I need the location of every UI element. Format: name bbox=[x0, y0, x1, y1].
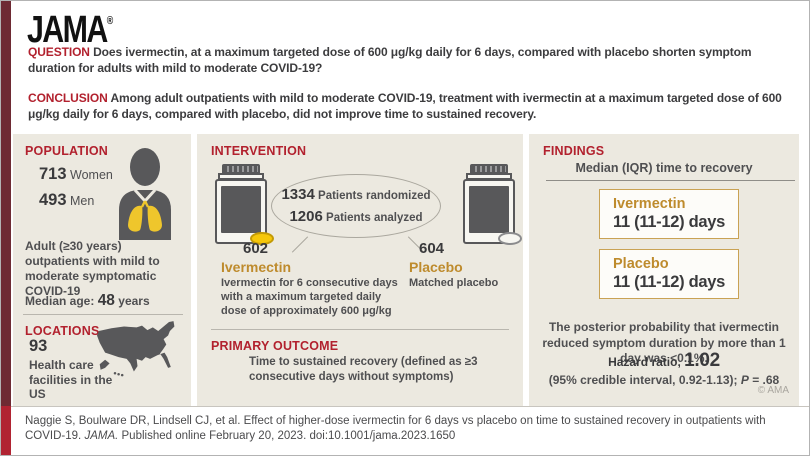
intervention-panel: INTERVENTION 1334 Patients randomized 12… bbox=[197, 134, 523, 406]
bottle-label bbox=[221, 186, 261, 233]
question-text: Does ivermectin, at a maximum targeted d… bbox=[28, 45, 752, 75]
hazard-ratio-value: 1.02 bbox=[684, 350, 720, 371]
ama-copyright: © AMA bbox=[757, 385, 789, 396]
intervention-title: INTERVENTION bbox=[211, 144, 307, 158]
left-accent-bar-bottom bbox=[1, 406, 11, 455]
women-count: 713 bbox=[39, 165, 67, 183]
result-group-name: Ivermectin bbox=[613, 196, 686, 212]
ivermectin-arm-count: 602 bbox=[243, 240, 269, 257]
randomized-count: 1334 bbox=[281, 185, 315, 203]
randomized-label: Patients randomized bbox=[314, 189, 431, 202]
findings-panel: FINDINGS Median (IQR) time to recovery I… bbox=[529, 134, 799, 406]
analyzed-row: 1206 Patients analyzed bbox=[289, 206, 422, 229]
ivermectin-arm-name: Ivermectin bbox=[221, 259, 292, 275]
result-value: 11 (11-12) days bbox=[613, 213, 725, 231]
posterior-probability-text: The posterior probability that ivermecti… bbox=[542, 320, 786, 366]
placebo-result-box: Placebo 11 (11-12) days bbox=[599, 249, 739, 299]
median-age-value: 48 bbox=[97, 292, 115, 309]
men-label: Men bbox=[66, 193, 95, 208]
citation: Naggie S, Boulware DR, Lindsell CJ, et a… bbox=[25, 414, 800, 444]
placebo-arm-description: Matched placebo bbox=[409, 277, 499, 289]
ivermectin-arm-description: Ivermectin for 6 consecutive days with a… bbox=[221, 277, 398, 317]
ivermectin-arm: 602 Ivermectin Ivermectin for 6 consecut… bbox=[221, 240, 401, 318]
population-title: POPULATION bbox=[25, 144, 109, 158]
question-paragraph: QUESTION Does ivermectin, at a maximum t… bbox=[28, 45, 798, 77]
population-counts: 713 Women 493 Men bbox=[39, 162, 113, 213]
primary-outcome-title: PRIMARY OUTCOME bbox=[211, 339, 339, 353]
result-group-name: Placebo bbox=[613, 256, 669, 272]
analyzed-count: 1206 bbox=[289, 208, 323, 225]
primary-outcome-text: Time to sustained recovery (defined as ≥… bbox=[249, 356, 478, 383]
conclusion-label: CONCLUSION bbox=[28, 91, 108, 105]
bottle-label bbox=[469, 186, 509, 233]
jama-logo: JAMA® bbox=[27, 9, 113, 52]
median-age-unit: years bbox=[114, 294, 150, 308]
findings-title: FINDINGS bbox=[543, 144, 605, 158]
p-value: = .68 bbox=[748, 373, 780, 387]
men-count: 493 bbox=[39, 190, 67, 209]
person-lungs-icon bbox=[119, 148, 171, 240]
placebo-arm: 604 Placebo Matched placebo bbox=[409, 240, 514, 291]
yellow-pill-icon bbox=[250, 232, 274, 245]
locations-title: LOCATIONS bbox=[25, 324, 100, 338]
p-label: P bbox=[740, 373, 749, 387]
us-map-icon bbox=[97, 321, 175, 377]
hazard-ratio-row: Hazard ratio, 1.02 bbox=[529, 350, 799, 372]
conclusion-text: Among adult outpatients with mild to mod… bbox=[28, 91, 782, 121]
women-label: Women bbox=[66, 168, 113, 182]
credible-interval-row: (95% credible interval, 0.92-1.13); P = … bbox=[529, 373, 799, 387]
placebo-bottle-icon bbox=[463, 164, 522, 245]
credible-interval-text: (95% credible interval, 0.92-1.13); bbox=[548, 373, 741, 387]
findings-subtitle: Median (IQR) time to recovery bbox=[575, 161, 753, 175]
intervention-outcome-divider bbox=[211, 329, 509, 330]
bottle-body bbox=[463, 179, 515, 244]
median-age: Median age: 48 years bbox=[25, 292, 150, 310]
men-count-row: 493 Men bbox=[39, 188, 113, 214]
left-accent-bar-top bbox=[1, 1, 11, 406]
result-value: 11 (11-12) days bbox=[613, 273, 725, 291]
locations-count: 93 bbox=[29, 337, 48, 355]
question-label: QUESTION bbox=[28, 45, 90, 59]
women-count-row: 713 Women bbox=[39, 162, 113, 188]
median-age-label: Median age: bbox=[25, 294, 98, 308]
bottle-body bbox=[215, 179, 267, 244]
findings-subtitle-rule bbox=[546, 180, 795, 181]
conclusion-paragraph: CONCLUSION Among adult outpatients with … bbox=[28, 91, 798, 123]
randomization-callout: 1334 Patients randomized 1206 Patients a… bbox=[271, 174, 441, 238]
citation-journal: JAMA. bbox=[84, 429, 119, 442]
locations-description: Health care facilities in the US bbox=[29, 358, 113, 402]
hazard-ratio-label: Hazard ratio, bbox=[608, 355, 685, 369]
population-description: Adult (≥30 years) outpatients with mild … bbox=[25, 239, 160, 298]
citation-text: Naggie S, Boulware DR, Lindsell CJ, et a… bbox=[25, 415, 766, 442]
citation-tail: Published online February 20, 2023. doi:… bbox=[118, 429, 456, 442]
footer-divider bbox=[11, 406, 809, 407]
randomized-row: 1334 Patients randomized bbox=[281, 184, 430, 207]
population-locations-panel: POPULATION 713 Women 493 Men Adult (≥30 … bbox=[13, 134, 191, 406]
placebo-arm-count: 604 bbox=[419, 240, 445, 257]
population-locations-divider bbox=[23, 314, 183, 315]
ivermectin-result-box: Ivermectin 11 (11-12) days bbox=[599, 189, 739, 239]
placebo-arm-name: Placebo bbox=[409, 259, 463, 275]
analyzed-label: Patients analyzed bbox=[322, 212, 423, 224]
ivermectin-bottle-icon bbox=[215, 164, 274, 245]
white-pill-icon bbox=[498, 232, 522, 245]
jama-logo-text: JAMA bbox=[27, 9, 108, 51]
registered-mark: ® bbox=[106, 15, 114, 27]
